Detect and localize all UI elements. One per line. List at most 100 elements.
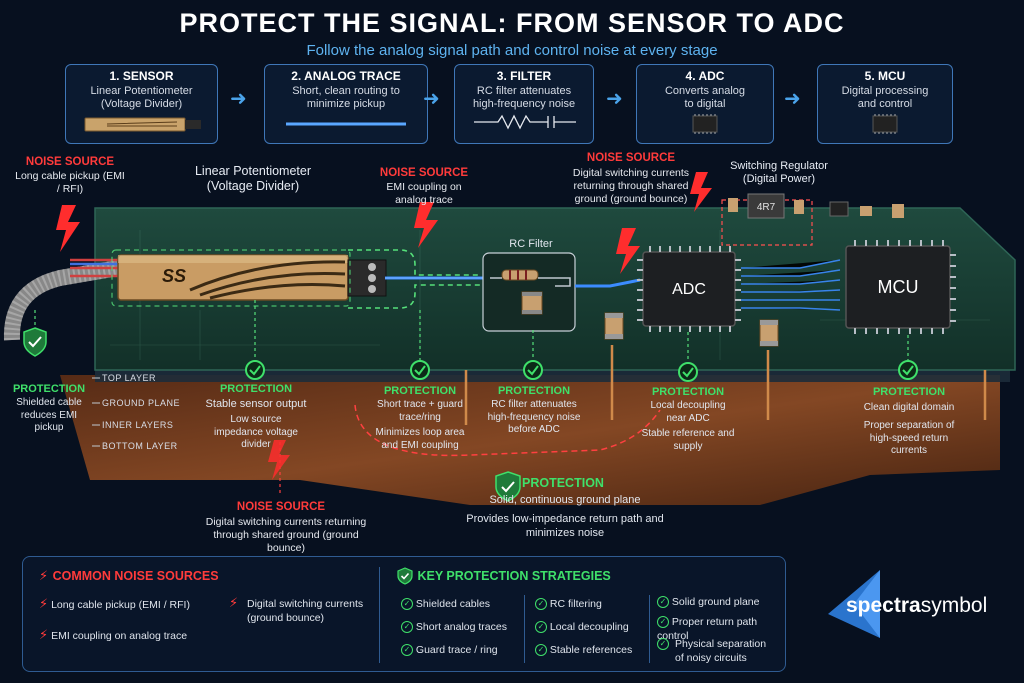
check-circle-icon: ✓ (535, 644, 547, 657)
rc-filter-label: RC Filter (509, 238, 553, 250)
mcu-chip (845, 240, 956, 334)
strategy-item: ✓ Short analog traces (401, 620, 507, 634)
regulator-label: Switching Regulator (Digital Power) (730, 160, 828, 185)
step-title: 5. MCU (864, 69, 906, 83)
brand-logo: spectrasymbol (846, 594, 987, 618)
check-circle-icon: ✓ (657, 596, 669, 609)
noise-heading: COMMON NOISE SOURCES (52, 569, 219, 583)
strategy-item: ✓ Guard trace / ring (401, 643, 498, 657)
strategy-label: Stable references (549, 644, 633, 656)
adc-chip (637, 246, 741, 332)
strategy-item: ✓ Local decoupling (535, 620, 629, 634)
noise-desc-bottom: Digital switching currents returning thr… (205, 516, 367, 554)
step-desc: RC filter attenuates high-frequency nois… (472, 85, 576, 110)
protection-desc-filter: RC filter attenuates high-frequency nois… (487, 399, 581, 435)
noise-heading-row: ⚡ COMMON NOISE SOURCES (39, 567, 219, 585)
brand-logo-bold: spectra (846, 594, 921, 617)
arrow-right-icon: ➜ (230, 88, 247, 110)
protection-title-cable: PROTECTION (12, 383, 86, 395)
guard-ring (348, 249, 480, 309)
step-analog-trace: 2. ANALOG TRACE Short, clean routing to … (264, 64, 428, 144)
protection-title-sensor: PROTECTION (219, 383, 293, 395)
protection-desc-cable: Shielded cable reduces EMI pickup (16, 397, 82, 433)
layer-ground-label: GROUND PLANE (102, 398, 181, 408)
strategy-item: ✓ Physical separation of noisy circuits (657, 637, 777, 665)
protection-desc-trace-2: Minimizes loop area and EMI coupling (375, 427, 465, 451)
shield-check-icon (397, 567, 413, 585)
pcb-illustration: SS ADC MCU 4R7 (3, 172, 1016, 505)
step-desc: Short, clean routing to minimize pickup (292, 85, 400, 110)
protection-title-ground: PROTECTION (522, 476, 604, 490)
digital-bus (741, 259, 841, 311)
mcu-label: MCU (878, 277, 919, 297)
protection-desc-ground-1: Solid, continuous ground plane (489, 494, 641, 506)
strategy-label: Guard trace / ring (415, 644, 498, 656)
adc-label: ADC (672, 281, 706, 298)
protection-desc-sensor-2: Low source impedance voltage divider (214, 414, 298, 450)
lightning-bolt-icon: ⚡ (39, 568, 49, 583)
step-title: 1. SENSOR (109, 69, 174, 83)
check-circle-icon (245, 360, 918, 382)
panel-divider (379, 567, 380, 663)
step-adc: 4. ADC Converts analog to digital (636, 64, 774, 144)
step-sensor: 1. SENSOR Linear Potentiometer (Voltage … (65, 64, 218, 144)
step-desc: Digital processing and control (841, 85, 929, 110)
protection-desc-mcu-2: Proper separation of high-speed return c… (863, 420, 955, 456)
trace-line-icon (286, 122, 406, 126)
strategy-label: Shielded cables (415, 598, 491, 610)
strategy-label: Physical separation of noisy circuits (675, 638, 767, 664)
strategy-label: Short analog traces (415, 621, 507, 633)
protection-desc-mcu-1: Clean digital domain (863, 402, 955, 413)
check-circle-icon: ✓ (401, 621, 413, 634)
check-circle-icon: ✓ (401, 598, 413, 611)
sensor-marking: SS (162, 266, 186, 286)
noise-title-trace: NOISE SOURCE (379, 167, 469, 179)
arrow-right-icon: ➜ (784, 88, 801, 110)
check-circle-icon: ✓ (657, 616, 669, 629)
noise-item: ⚡ Digital switching currents (ground bou… (229, 596, 375, 625)
page-subtitle: Follow the analog signal path and contro… (306, 42, 718, 59)
page-title: PROTECT THE SIGNAL: FROM SENSOR TO ADC (179, 8, 845, 38)
layer-inner-label: INNER LAYERS (102, 420, 174, 430)
check-circle-icon: ✓ (401, 644, 413, 657)
layer-top-label: TOP LAYER (102, 373, 157, 383)
brand-logo-icon (828, 570, 880, 638)
protection-title-mcu: PROTECTION (872, 386, 946, 398)
noise-title-cable: NOISE SOURCE (25, 156, 115, 168)
noise-desc-trace: EMI coupling on analog trace (386, 181, 462, 206)
arrow-right-icon: ➜ (423, 88, 440, 110)
return-current-path (354, 404, 661, 457)
step-mcu: 5. MCU Digital processing and control (817, 64, 953, 144)
noise-item-label: Long cable pickup (EMI / RFI) (51, 599, 190, 611)
panel-divider (649, 595, 650, 663)
protection-title-trace: PROTECTION (383, 385, 457, 397)
noise-title-bottom: NOISE SOURCE (236, 501, 326, 513)
chip-icon (692, 114, 718, 134)
layer-bottom-label: BOTTOM LAYER (102, 441, 178, 451)
protection-desc-trace-1: Short trace + guard trace/ring (377, 399, 463, 423)
sensor-label: Linear Potentiometer (Voltage Divider) (194, 164, 312, 193)
layer-edges (95, 370, 1010, 382)
strategy-heading-row: KEY PROTECTION STRATEGIES (397, 567, 611, 585)
check-circle-icon: ✓ (535, 598, 547, 611)
regulator-marking: 4R7 (757, 202, 776, 213)
noise-item: ⚡ Long cable pickup (EMI / RFI) (39, 597, 190, 612)
lightning-bolt-icon: ⚡ (39, 596, 49, 611)
check-circle-icon: ✓ (657, 638, 669, 650)
strategy-label: RC filtering (549, 598, 602, 610)
noise-title-ground: NOISE SOURCE (586, 152, 676, 164)
brand-logo-light: symbol (920, 594, 988, 617)
chip-icon (872, 114, 898, 134)
arrow-right-icon: ➜ (606, 88, 623, 110)
shield-check-icon (495, 471, 521, 502)
check-circle-icon: ✓ (535, 621, 547, 634)
lightning-bolt-icon: ⚡ (39, 627, 49, 642)
rc-filter-symbol-icon (474, 114, 576, 130)
protection-title-adc: PROTECTION (651, 386, 725, 398)
step-title: 2. ANALOG TRACE (291, 69, 401, 83)
linear-potentiometer (117, 254, 387, 301)
protection-desc-ground-2: Provides low-impedance return path and m… (466, 513, 664, 539)
noise-item-label: EMI coupling on analog trace (51, 630, 188, 642)
step-title: 4. ADC (685, 69, 725, 83)
lightning-bolt-icon (56, 172, 712, 274)
